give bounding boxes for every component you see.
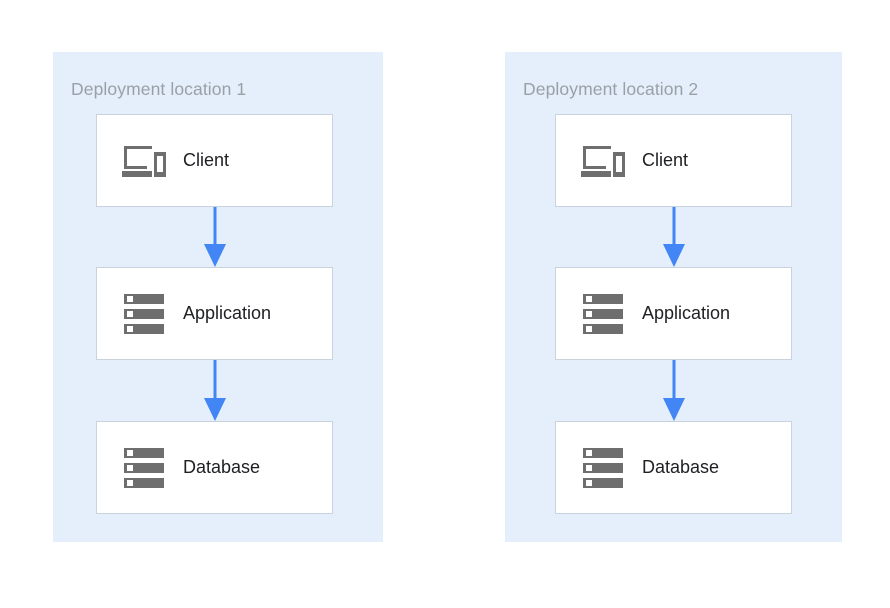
node-application-zone-2[interactable]: Application <box>555 267 792 360</box>
deployment-zone-2-title: Deployment location 2 <box>523 79 699 99</box>
node-label: Application <box>642 303 731 323</box>
arrow-line <box>672 207 676 250</box>
arrow-head-icon <box>204 398 226 421</box>
deployment-zone-1-title: Deployment location 1 <box>71 79 247 99</box>
node-label: Database <box>183 457 261 477</box>
node-label: Database <box>642 457 720 477</box>
devices-icon <box>578 139 628 183</box>
node-client-zone-2[interactable]: Client <box>555 114 792 207</box>
arrow-head-icon <box>204 244 226 267</box>
server-icon <box>119 446 169 490</box>
node-database-zone-1[interactable]: Database <box>96 421 333 514</box>
node-label: Client <box>642 150 689 170</box>
arrow-application-to-database-zone-2 <box>662 360 686 421</box>
arrow-line <box>213 360 217 404</box>
node-label: Application <box>183 303 272 323</box>
node-client-zone-1[interactable]: Client <box>96 114 333 207</box>
arrow-client-to-application-zone-2 <box>662 207 686 267</box>
server-icon <box>119 292 169 336</box>
devices-icon <box>119 139 169 183</box>
arrow-application-to-database-zone-1 <box>203 360 227 421</box>
arrow-head-icon <box>663 398 685 421</box>
arrow-line <box>213 207 217 250</box>
deployment-zone-2: Deployment location 2 Client <box>505 52 842 542</box>
node-label: Client <box>183 150 230 170</box>
arrow-line <box>672 360 676 404</box>
node-database-zone-2[interactable]: Database <box>555 421 792 514</box>
node-application-zone-1[interactable]: Application <box>96 267 333 360</box>
deployment-zone-1: Deployment location 1 Client <box>53 52 383 542</box>
server-icon <box>578 292 628 336</box>
server-icon <box>578 446 628 490</box>
arrow-head-icon <box>663 244 685 267</box>
arrow-client-to-application-zone-1 <box>203 207 227 267</box>
